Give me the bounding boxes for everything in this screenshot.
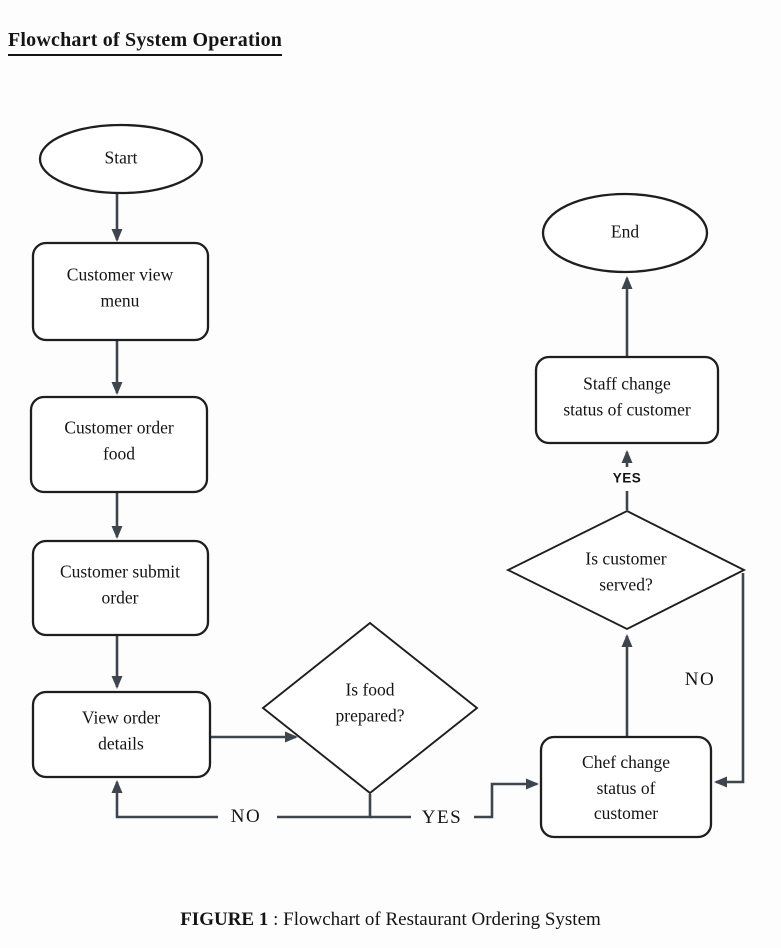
edge-food-prepared-no-return (111, 780, 218, 819)
text-line: Is food (345, 679, 395, 700)
text-line: details (98, 733, 144, 753)
text-line: customer (593, 802, 659, 823)
text-line: served? (599, 574, 653, 594)
process-staff-change-shape (534, 355, 720, 445)
text-line: Is customer (585, 548, 667, 569)
text-line: Customer order (64, 417, 174, 438)
node-label-food-prepared: Is food prepared? (336, 678, 405, 729)
edge-label-customer-served-yes: YES (612, 470, 642, 486)
figure-caption-number: FIGURE 1 (180, 909, 269, 930)
text-line: status of (596, 777, 656, 798)
text-line: order (101, 587, 139, 607)
page-title: Flowchart of System Operation (8, 29, 283, 56)
process-submit-order-shape (31, 539, 210, 637)
edge-customer-served-no-to-chef (714, 573, 745, 788)
process-order-food-shape (29, 395, 209, 494)
node-label-submit-order: Customer submit order (60, 560, 180, 611)
figure-caption-text: : Flowchart of Restaurant Ordering Syste… (268, 909, 601, 930)
node-label-order-food: Customer order food (64, 416, 173, 467)
node-label-end: End (611, 219, 639, 245)
edge-label-customer-served-no: NO (684, 669, 716, 690)
node-label-staff-change: Staff change status of customer (563, 372, 690, 423)
text-line: Customer view (66, 264, 174, 285)
text-line: food (102, 443, 136, 463)
flowchart-shapes (29, 123, 747, 839)
start-terminator-shape (38, 123, 204, 195)
text-line: End (610, 221, 640, 242)
flowchart-edges (111, 194, 745, 819)
process-chef-change-shape (539, 735, 713, 839)
text-line: prepared? (335, 705, 405, 725)
node-label-customer-served: Is customer served? (585, 547, 666, 598)
decision-customer-served-shape (505, 509, 747, 631)
edge-food-prepared-no-stub (277, 794, 372, 819)
node-label-chef-change: Chef change status of customer (582, 750, 670, 827)
edge-label-food-prepared-no: NO (230, 806, 262, 827)
edge-food-prepared-yes-to-chef (474, 778, 539, 819)
process-view-menu-shape (31, 241, 210, 342)
text-line: View order (81, 707, 161, 728)
decision-food-prepared-shape (261, 621, 479, 795)
text-line: menu (100, 290, 140, 310)
process-order-details-shape (31, 690, 212, 779)
edge-label-food-prepared-yes: YES (421, 807, 463, 828)
end-terminator-shape (541, 192, 709, 274)
text-line: Start (104, 147, 138, 168)
text-line: status of customer (563, 399, 691, 419)
text-line: Customer submit (59, 561, 181, 582)
node-label-order-details: View order details (82, 706, 160, 757)
text-line: Staff change (583, 373, 671, 394)
node-label-view-menu: Customer view menu (67, 263, 173, 314)
node-label-start: Start (104, 145, 137, 171)
figure-caption: FIGURE 1 : Flowchart of Restaurant Order… (0, 909, 781, 931)
text-line: Chef change (582, 751, 670, 772)
